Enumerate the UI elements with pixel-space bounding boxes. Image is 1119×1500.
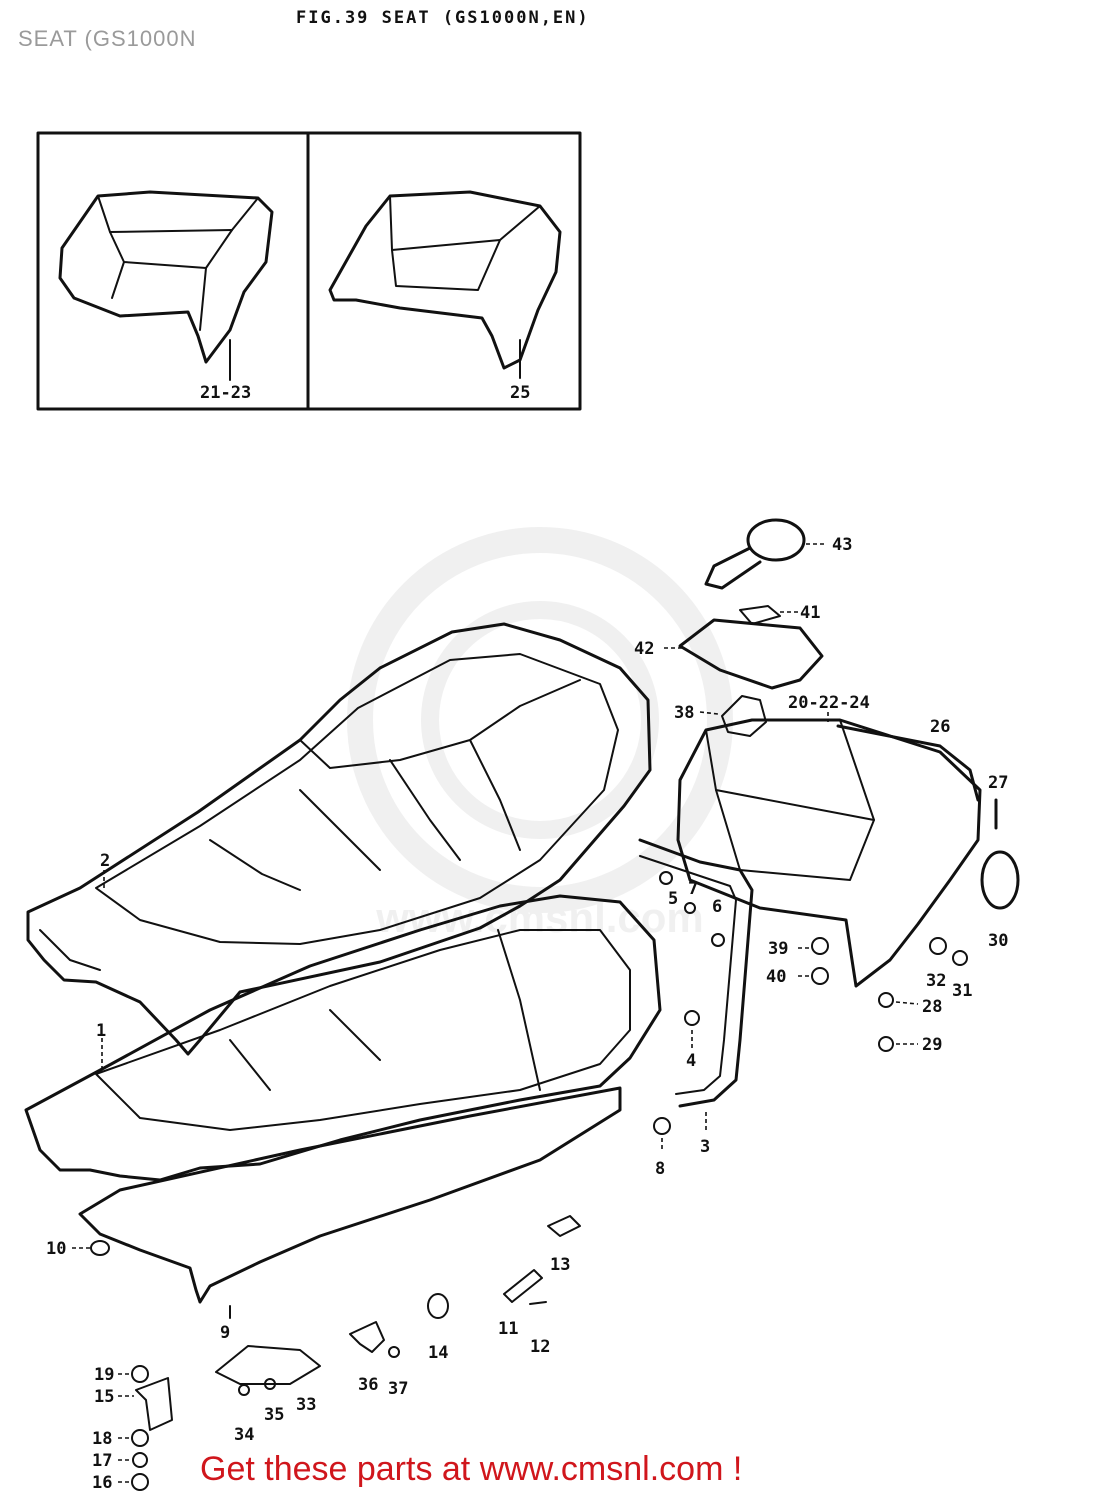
callout-33: 33 bbox=[296, 1395, 316, 1415]
callout-10: 10 bbox=[46, 1239, 66, 1259]
callout-39: 39 bbox=[768, 939, 788, 959]
callout-37: 37 bbox=[388, 1379, 408, 1399]
callout-42: 42 bbox=[634, 639, 654, 659]
callout-11: 11 bbox=[498, 1319, 518, 1339]
latch-38: 38 bbox=[674, 695, 767, 737]
callout-43: 43 bbox=[832, 535, 852, 555]
page-title: SEAT (GS1000N bbox=[18, 26, 197, 51]
lower-seat: 1 bbox=[24, 894, 662, 1182]
callout-38: 38 bbox=[674, 703, 694, 723]
upper-seat: 2 bbox=[26, 622, 652, 1056]
inset-seat-tail-25: 25 bbox=[328, 190, 562, 403]
clip-36-37: 36 37 bbox=[349, 1321, 408, 1399]
callout-6: 6 bbox=[712, 897, 722, 917]
trim-strip-26: 26 bbox=[836, 717, 980, 802]
callout-41: 41 bbox=[800, 603, 820, 623]
callout-28: 28 bbox=[922, 997, 942, 1017]
fasteners-4-8: 4 5 6 7 8 bbox=[653, 871, 725, 1179]
callout-14: 14 bbox=[428, 1343, 448, 1363]
callout-32: 32 bbox=[926, 971, 946, 991]
callout-31: 31 bbox=[952, 981, 972, 1001]
callout-15: 15 bbox=[94, 1387, 114, 1407]
callout-9: 9 bbox=[220, 1323, 230, 1343]
grab-rail-3: 3 bbox=[638, 838, 754, 1157]
callout-20-22-24: 20-22-24 bbox=[788, 693, 870, 713]
hinge-33-35: 33 34 35 bbox=[215, 1345, 321, 1445]
callout-29: 29 bbox=[922, 1035, 942, 1055]
cmsnl-parts-link[interactable]: Get these parts at www.cmsnl.com ! bbox=[200, 1450, 743, 1488]
fasteners-28-32: 28 29 31 32 bbox=[878, 937, 972, 1055]
callout-30: 30 bbox=[988, 931, 1008, 951]
cover-plate-41-42: 41 42 bbox=[634, 603, 824, 690]
callout-7: 7 bbox=[688, 879, 698, 899]
callout-34: 34 bbox=[234, 1425, 254, 1445]
callout-17: 17 bbox=[92, 1451, 112, 1471]
callout-2: 2 bbox=[100, 851, 110, 871]
inset-panel bbox=[36, 131, 582, 411]
callout-inset-21-23: 21-23 bbox=[200, 383, 251, 403]
callout-1: 1 bbox=[96, 1021, 106, 1041]
callout-26: 26 bbox=[930, 717, 950, 737]
callout-16: 16 bbox=[92, 1473, 112, 1493]
inset-seat-tail-21-23: 21-23 bbox=[58, 190, 274, 403]
callout-27: 27 bbox=[988, 773, 1008, 793]
callout-19: 19 bbox=[94, 1365, 114, 1385]
callout-12: 12 bbox=[530, 1337, 550, 1357]
callout-18: 18 bbox=[92, 1429, 112, 1449]
callout-40: 40 bbox=[766, 967, 786, 987]
callout-4: 4 bbox=[686, 1051, 696, 1071]
fasteners-39-40: 39 40 bbox=[766, 937, 829, 987]
callout-inset-25: 25 bbox=[510, 383, 530, 403]
figure-label: FIG.39 SEAT (GS1000N,EN) bbox=[296, 8, 590, 28]
callout-36: 36 bbox=[358, 1375, 378, 1395]
callout-5: 5 bbox=[668, 889, 678, 909]
seat-base: 9 bbox=[78, 1086, 622, 1343]
callout-35: 35 bbox=[264, 1405, 284, 1425]
callout-3: 3 bbox=[700, 1137, 710, 1157]
fasteners-11-14: 11 12 13 14 bbox=[427, 1215, 581, 1363]
part-27: 27 bbox=[988, 773, 1008, 830]
fasteners-15-19: 19 15 18 17 16 bbox=[92, 1365, 173, 1493]
seat-lock-43: 43 bbox=[704, 518, 852, 590]
callout-13: 13 bbox=[550, 1255, 570, 1275]
part-10: 10 bbox=[46, 1239, 110, 1259]
tail-cowl: 20-22-24 bbox=[676, 693, 982, 988]
callout-8: 8 bbox=[655, 1159, 665, 1179]
tail-lamp-30: 30 bbox=[980, 850, 1020, 951]
